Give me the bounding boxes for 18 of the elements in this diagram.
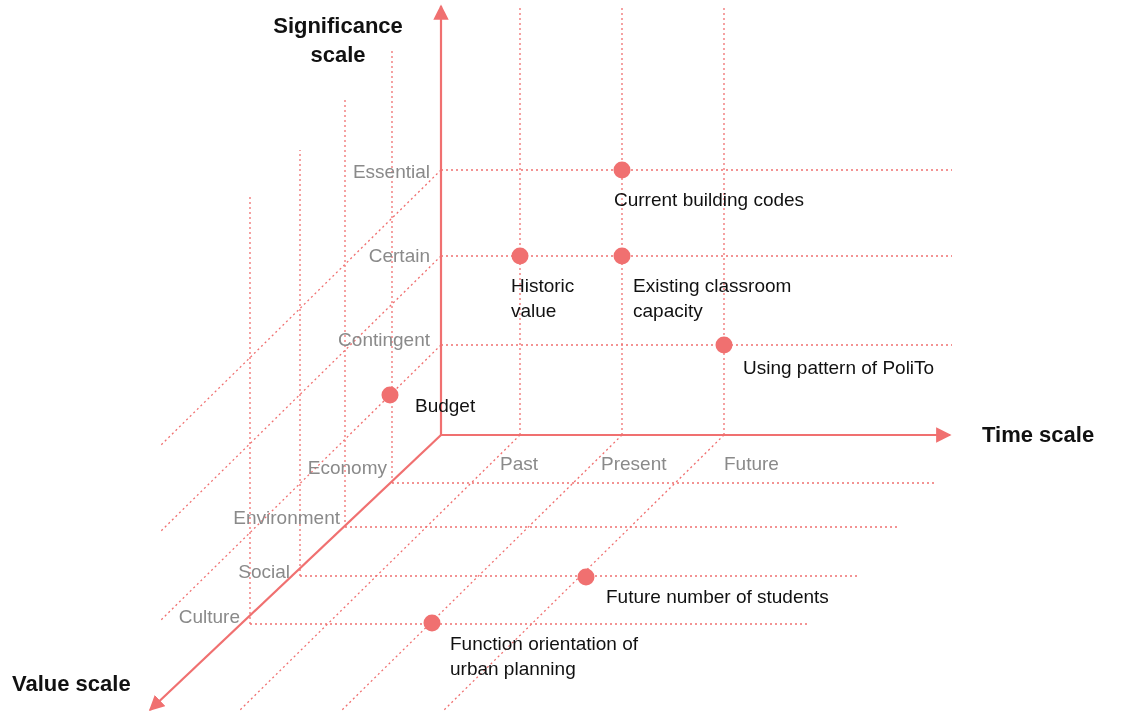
tick-label: Culture	[177, 605, 240, 629]
axis-title: Significance scale	[272, 12, 404, 69]
point-label: Existing classroom capacity	[633, 274, 793, 323]
tick-label: Future	[724, 452, 780, 476]
point-label: Historic value	[511, 274, 576, 323]
tick-label: Certain	[367, 244, 430, 268]
point-label: Using pattern of PoliTo	[743, 356, 936, 380]
tick-label: Past	[500, 452, 540, 476]
tick-label: Essential	[351, 160, 430, 184]
tick-label: Social	[237, 560, 290, 584]
tick-label: Present	[601, 452, 668, 476]
point-label: Future number of students	[606, 585, 830, 609]
tick-label: Economy	[306, 456, 387, 480]
point-label: Function orientation of urban planning	[450, 632, 639, 681]
axis-title: Value scale	[12, 670, 132, 698]
tick-label: Contingent	[337, 328, 430, 352]
axis-title: Time scale	[982, 421, 1096, 449]
point-label: Current building codes	[614, 188, 806, 212]
